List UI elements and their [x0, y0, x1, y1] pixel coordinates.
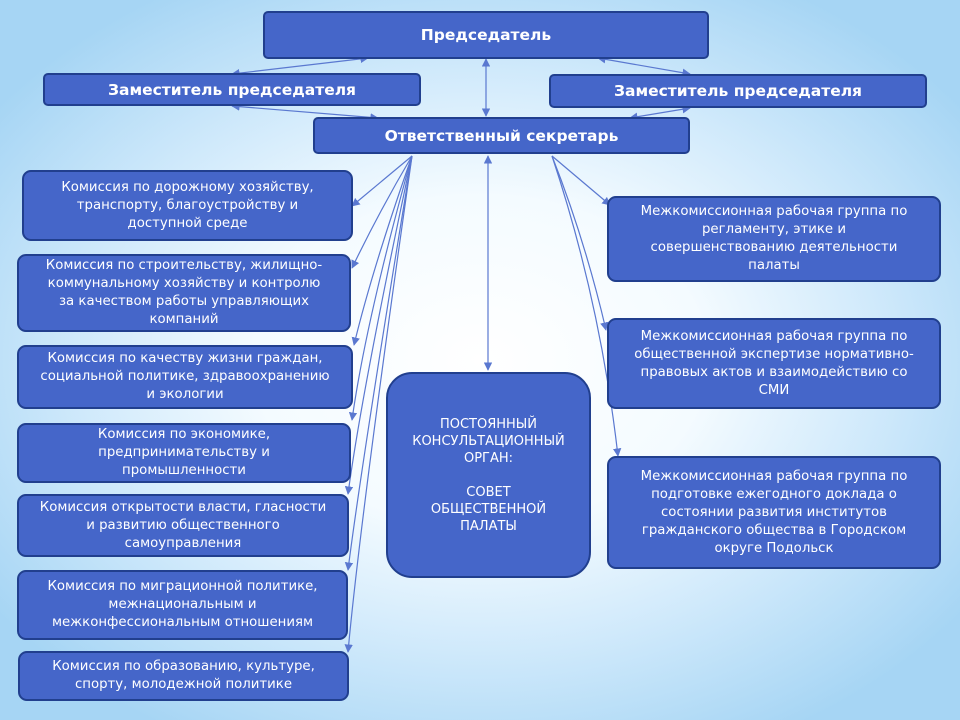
connector-commission-2	[351, 155, 413, 269]
commission-label: Комиссия по экономике, предпринимательст…	[97, 427, 271, 478]
connector-commission-1	[351, 155, 413, 207]
working-group-box: Межкомиссионная рабочая группа по общест…	[607, 318, 941, 409]
connector-deputy-left-secretary	[231, 102, 379, 122]
connector-working-group-2	[551, 155, 609, 331]
connector-commission-5	[344, 155, 413, 495]
commission-box: Комиссия по дорожному хозяйству, транспо…	[22, 170, 353, 241]
council-box: ПОСТОЯННЫЙ КОНСУЛЬТАЦИОННЫЙ ОРГАН: СОВЕТ…	[386, 372, 591, 578]
commission-label: Комиссия по образованию, культуре, спорт…	[52, 659, 315, 692]
deputy-right-label: Заместитель председателя	[613, 82, 863, 100]
chairman-box: Председатель	[263, 11, 709, 59]
connector-commission-7	[344, 155, 413, 653]
working-group-label: Межкомиссионная рабочая группа по реглам…	[640, 204, 908, 273]
connector-chairman-deputy-right	[597, 55, 691, 77]
commission-box: Комиссия по миграционной политике, межна…	[17, 570, 348, 640]
secretary-box: Ответственный секретарь	[313, 117, 690, 154]
working-group-box: Межкомиссионная рабочая группа по реглам…	[607, 196, 941, 282]
connector-working-group-1	[551, 155, 611, 206]
commission-label: Комиссия по миграционной политике, межна…	[47, 579, 318, 630]
working-group-label: Межкомиссионная рабочая группа по подгот…	[640, 468, 908, 556]
connector-chairman-deputy-left	[231, 54, 369, 78]
chairman-label: Председатель	[420, 26, 552, 44]
commission-label: Комиссия по строительству, жилищно- комм…	[45, 258, 323, 327]
connector-commission-4	[348, 155, 413, 421]
commission-label: Комиссия открытости власти, гласности и …	[39, 499, 327, 551]
commission-box: Комиссия открытости власти, гласности и …	[17, 494, 349, 557]
deputy-left-box: Заместитель председателя	[43, 73, 421, 106]
commission-box: Комиссия по строительству, жилищно- комм…	[17, 254, 351, 332]
secretary-label: Ответственный секретарь	[384, 126, 619, 145]
working-group-box: Межкомиссионная рабочая группа по подгот…	[607, 456, 941, 569]
commission-label: Комиссия по дорожному хозяйству, транспо…	[61, 179, 314, 231]
working-group-label: Межкомиссионная рабочая группа по общест…	[634, 328, 914, 398]
deputy-right-box: Заместитель председателя	[549, 74, 927, 108]
commission-box: Комиссия по экономике, предпринимательст…	[17, 423, 351, 483]
connector-commission-6	[344, 155, 413, 571]
commission-box: Комиссия по образованию, культуре, спорт…	[18, 651, 349, 701]
connector-working-group-3	[551, 155, 622, 457]
commission-box: Комиссия по качеству жизни граждан, соци…	[17, 345, 353, 409]
connector-deputy-right-secretary	[629, 105, 691, 121]
deputy-left-label: Заместитель председателя	[107, 80, 357, 99]
council-label: ПОСТОЯННЫЙ КОНСУЛЬТАЦИОННЫЙ ОРГАН: СОВЕТ…	[412, 416, 565, 534]
connector-commission-3	[351, 155, 413, 346]
commission-label: Комиссия по качеству жизни граждан, соци…	[40, 351, 330, 402]
